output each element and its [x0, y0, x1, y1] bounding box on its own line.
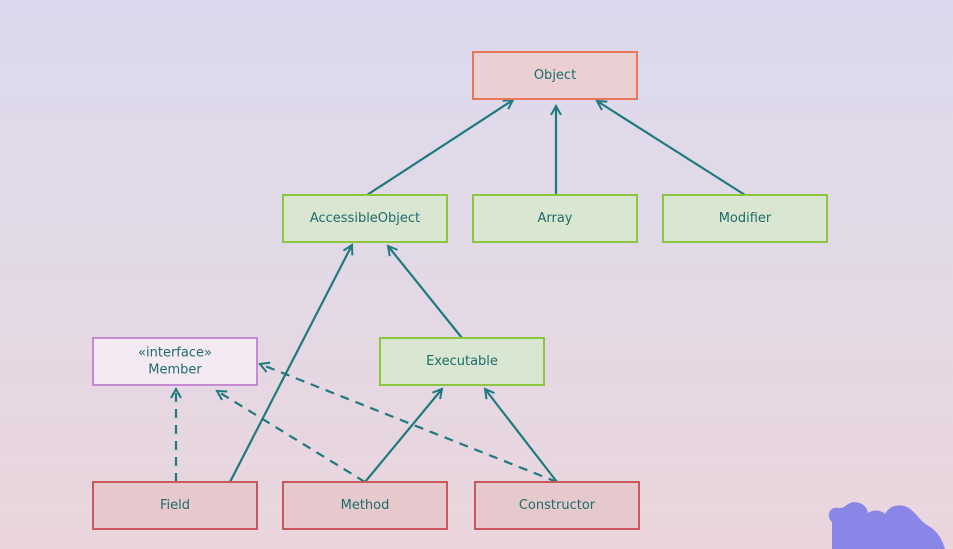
node-box-accessible-object [282, 194, 448, 243]
node-box-constructor [474, 481, 640, 530]
node-box-array [472, 194, 638, 243]
node-array: Array [472, 194, 638, 243]
node-member: «interface» Member [92, 337, 258, 386]
node-box-member [92, 337, 258, 386]
node-box-object [472, 51, 638, 100]
extends-arrow-accessible-object-to-object [366, 100, 513, 196]
extends-arrow-field-to-accessible-object [229, 245, 352, 483]
extends-arrow-modifier-to-object [597, 101, 746, 196]
node-label-method: Method [341, 498, 390, 513]
node-label-accessible-object: AccessibleObject [310, 211, 420, 226]
extends-arrow-method-to-executable [364, 389, 442, 483]
node-field: Field [92, 481, 258, 530]
node-box-method [282, 481, 448, 530]
node-label-object: Object [534, 68, 576, 83]
implements-arrow-method-to-member [217, 391, 366, 483]
node-method: Method [282, 481, 448, 530]
puzzle-piece-icon [828, 502, 945, 549]
node-box-field [92, 481, 258, 530]
node-label-constructor: Constructor [519, 498, 596, 513]
node-box-executable [379, 337, 545, 386]
extends-arrow-executable-to-accessible-object [388, 246, 463, 339]
node-modifier: Modifier [662, 194, 828, 243]
node-label-field: Field [160, 498, 190, 513]
node-accessible-object: AccessibleObject [282, 194, 448, 243]
node-constructor: Constructor [474, 481, 640, 530]
node-object: Object [472, 51, 638, 100]
node-executable: Executable [379, 337, 545, 386]
node-label-modifier: Modifier [719, 211, 772, 226]
node-label-array: Array [537, 211, 572, 226]
edges-layer [176, 100, 746, 484]
implements-arrow-constructor-to-member [260, 364, 558, 484]
node-label-member-1: Member [148, 363, 202, 378]
node-label-executable: Executable [426, 354, 498, 369]
extends-arrow-constructor-to-executable [485, 389, 558, 483]
node-box-modifier [662, 194, 828, 243]
node-label-member-0: «interface» [138, 346, 212, 361]
